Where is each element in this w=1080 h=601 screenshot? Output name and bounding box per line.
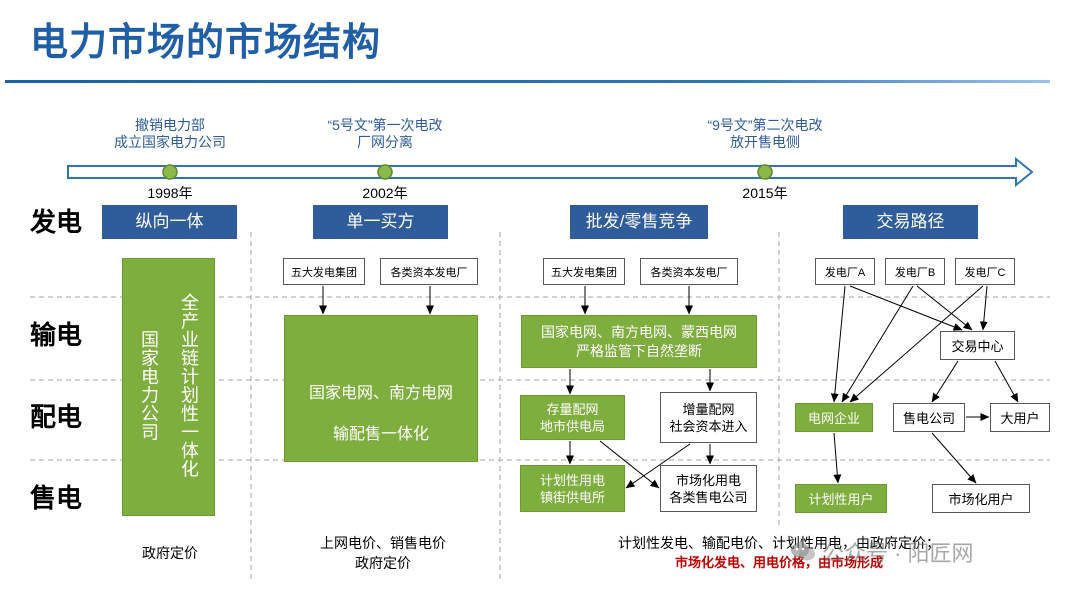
planned-consumption-box: 计划性用电 镇街供电所 xyxy=(520,465,625,512)
existing-distribution-box: 存量配网 地市供电局 xyxy=(520,395,625,440)
pricing-note-competition: 计划性发电、输配电价、计划性用电，由政府定价； 市场化发电、用电价格，由市场形成 xyxy=(579,533,979,573)
watermark: 公众号 · 阳匠网 xyxy=(790,537,974,567)
large-user-box: 大用户 xyxy=(990,403,1050,432)
wechat-icon xyxy=(790,541,816,563)
grid-scope: 输配售一体化 xyxy=(332,426,429,443)
row-label-distribution: 配电 xyxy=(30,402,83,432)
milestone-dot-2002 xyxy=(377,164,393,180)
box-line: 增量配网 xyxy=(682,401,735,417)
timeline-arrow xyxy=(67,156,1034,188)
milestone-caption-2002: “5号文”第一次电改 厂网分离 xyxy=(275,117,495,151)
plant-box-a: 发电厂A xyxy=(815,258,875,285)
title-underline xyxy=(5,80,1050,83)
box-line: 计划性用电 xyxy=(539,472,605,488)
row-label-transmission: 输电 xyxy=(30,320,83,350)
entity-name: 国家电力公司 xyxy=(139,330,159,441)
milestone-caption-2015: “9号文”第二次电改 放开售电侧 xyxy=(655,117,875,151)
state-power-corp-block: 国家电力公司 全产业链计划性一体化 xyxy=(122,258,215,516)
generator-box-big-five: 五大发电集团 xyxy=(543,258,625,285)
box-line: 镇街供电所 xyxy=(539,489,605,505)
caption-line: “9号文”第二次电改 xyxy=(707,117,823,133)
grid-operators: 国家电网、南方电网、蒙西电网 xyxy=(541,323,737,340)
market-user-box: 市场化用户 xyxy=(932,484,1030,513)
milestone-dot-1998 xyxy=(162,164,178,180)
header-trading-path: 交易路径 xyxy=(843,205,978,239)
caption-line: “5号文”第一次电改 xyxy=(327,117,443,133)
pricing-line: 政府定价 xyxy=(355,555,411,571)
grid-integrated-block: 国家电网、南方电网 输配售一体化 xyxy=(284,315,478,462)
generator-box-private-capital: 各类资本发电厂 xyxy=(640,258,738,285)
caption-line: 厂网分离 xyxy=(357,134,413,150)
box-line: 社会资本进入 xyxy=(669,418,748,434)
box-line: 存量配网 xyxy=(546,401,599,417)
milestone-dot-2015 xyxy=(757,164,773,180)
grid-company-box: 电网企业 xyxy=(795,403,873,432)
milestone-caption-1998: 撤销电力部 成立国家电力公司 xyxy=(60,117,280,151)
grid-regulation: 严格监管下自然垄断 xyxy=(576,342,702,359)
year-label-1998: 1998年 xyxy=(147,185,193,201)
row-label-generation: 发电 xyxy=(30,207,83,237)
generator-box-big-five: 五大发电集团 xyxy=(283,258,365,285)
pricing-note-single-buyer: 上网电价、销售电价 政府定价 xyxy=(283,533,483,573)
planned-user-box: 计划性用户 xyxy=(795,484,887,513)
header-vertical-integration: 纵向一体 xyxy=(102,205,237,239)
pricing-line: 上网电价、销售电价 xyxy=(320,535,446,551)
watermark-text: 公众号 · 阳匠网 xyxy=(822,541,974,566)
exchange-center-box: 交易中心 xyxy=(940,331,1015,360)
plant-box-c: 发电厂C xyxy=(955,258,1015,285)
generator-box-private-capital: 各类资本发电厂 xyxy=(380,258,478,285)
page-title: 电力市场的市场结构 xyxy=(30,22,382,64)
regulated-grid-block: 国家电网、南方电网、蒙西电网 严格监管下自然垄断 xyxy=(521,315,757,368)
box-line: 市场化用电 xyxy=(675,472,741,488)
pricing-line: 计划性发电、输配电价、计划性用电，由政府定价； xyxy=(618,535,940,551)
incremental-distribution-box: 增量配网 社会资本进入 xyxy=(660,392,757,443)
grid-operators: 国家电网、南方电网 xyxy=(308,385,453,402)
market-pricing-highlight: 市场化发电、用电价格，由市场形成 xyxy=(674,555,883,570)
box-line: 地市供电局 xyxy=(539,418,605,434)
caption-line: 放开售电侧 xyxy=(730,134,800,150)
header-single-buyer: 单一买方 xyxy=(313,205,448,239)
plant-box-b: 发电厂B xyxy=(885,258,945,285)
header-competition: 批发/零售竞争 xyxy=(570,205,708,239)
year-label-2002: 2002年 xyxy=(362,185,408,201)
row-label-retail: 售电 xyxy=(30,483,83,513)
caption-line: 撤销电力部 xyxy=(135,117,205,133)
retailer-box: 售电公司 xyxy=(893,403,965,432)
integration-description: 全产业链计划性一体化 xyxy=(179,293,199,478)
box-line: 各类售电公司 xyxy=(669,489,748,505)
pricing-note-vertical-integration: 政府定价 xyxy=(142,545,198,561)
market-consumption-box: 市场化用电 各类售电公司 xyxy=(660,465,757,512)
caption-line: 成立国家电力公司 xyxy=(114,134,226,150)
year-label-2015: 2015年 xyxy=(742,185,788,201)
